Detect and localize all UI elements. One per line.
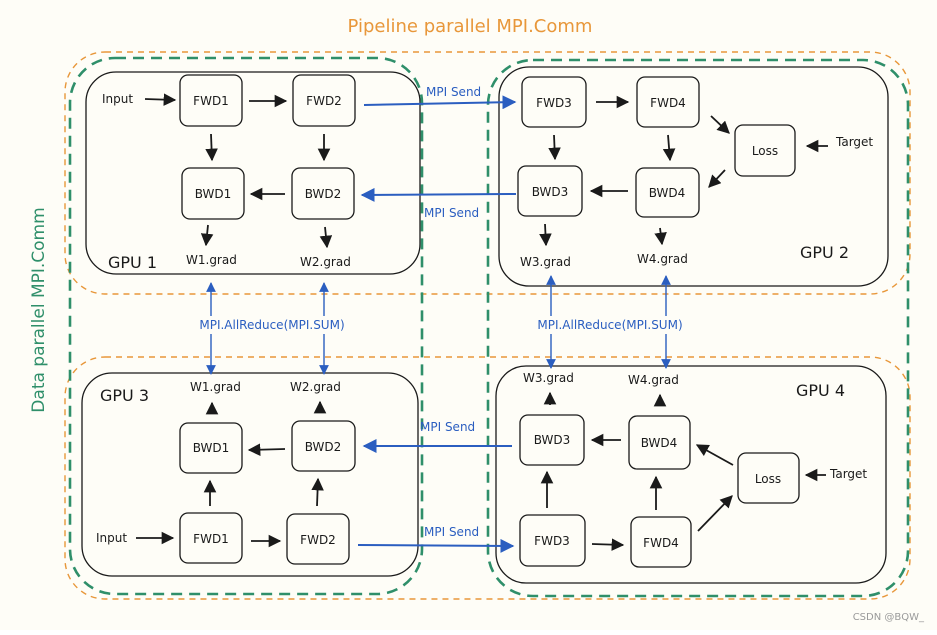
pipeline-group-bottom (64, 356, 911, 600)
svg-text:BWD3: BWD3 (532, 185, 569, 199)
node-g4-fwd3: FWD3 (519, 514, 586, 567)
node-g3-fwd1: FWD1 (179, 512, 243, 564)
node-g1-fwd2: FWD2 (292, 74, 356, 127)
gpu4-arrows (540, 391, 826, 551)
svg-text:Loss: Loss (752, 144, 778, 158)
g3-w2grad-label: W2.grad (290, 380, 341, 394)
g2-w3grad-label: W3.grad (520, 255, 571, 269)
svg-text:FWD4: FWD4 (650, 96, 686, 110)
g1-w1grad-label: W1.grad (186, 253, 237, 267)
mpi-send-arrows (357, 95, 517, 553)
svg-text:BWD4: BWD4 (641, 436, 678, 450)
gpu1-label: GPU 1 (108, 253, 157, 272)
gpu1-arrows (144, 93, 333, 249)
allreduce-left-label: MPI.AllReduce(MPI.SUM) (199, 318, 344, 332)
g2-w4grad-label: W4.grad (637, 252, 688, 266)
svg-text:BWD4: BWD4 (649, 186, 686, 200)
g4-w3grad-label: W3.grad (523, 371, 574, 385)
svg-text:FWD2: FWD2 (306, 94, 342, 108)
node-g4-fwd4: FWD4 (630, 516, 692, 568)
node-g4-bwd3: BWD3 (519, 414, 585, 466)
mpi-send-label-bottom-fwd: MPI Send (424, 525, 479, 539)
g4-target-label: Target (829, 467, 867, 481)
node-g1-bwd2: BWD2 (291, 167, 355, 220)
node-g1-fwd1: FWD1 (179, 74, 243, 127)
svg-text:FWD4: FWD4 (643, 536, 679, 550)
g3-input-label: Input (96, 531, 127, 545)
node-g2-loss: Loss (734, 124, 796, 177)
node-g2-fwd3: FWD3 (521, 76, 587, 128)
svg-text:FWD2: FWD2 (300, 533, 336, 547)
svg-text:FWD1: FWD1 (193, 532, 229, 546)
gpu4-label: GPU 4 (796, 381, 845, 400)
gpu3-label: GPU 3 (100, 386, 149, 405)
svg-text:FWD3: FWD3 (534, 534, 570, 548)
watermark: CSDN @BQW_ (853, 612, 925, 623)
svg-text:FWD1: FWD1 (193, 94, 229, 108)
gpu2-label: GPU 2 (800, 243, 849, 262)
node-g3-bwd1: BWD1 (179, 422, 243, 474)
gpu4-box (495, 365, 887, 584)
data-parallel-group-left (68, 56, 424, 596)
svg-text:BWD2: BWD2 (305, 187, 342, 201)
allreduce-right-label-bg (528, 316, 692, 334)
g1-w2grad-label: W2.grad (300, 255, 351, 269)
mpi-send-label-top-fwd: MPI Send (426, 85, 481, 99)
gpu2-arrows (539, 95, 828, 247)
g3-w1grad-label: W1.grad (190, 380, 241, 394)
gpu3-arrows (136, 400, 327, 548)
mpi-send-label-bottom-bwd: MPI Send (420, 420, 475, 434)
gpu1-box (85, 71, 421, 275)
svg-text:BWD1: BWD1 (195, 187, 232, 201)
g1-input-label: Input (102, 92, 133, 106)
node-g2-bwd3: BWD3 (517, 165, 583, 217)
g4-w4grad-label: W4.grad (628, 373, 679, 387)
mpi-send-label-top-bwd: MPI Send (424, 206, 479, 220)
g2-target-label: Target (835, 135, 873, 149)
node-g1-bwd1: BWD1 (181, 167, 245, 220)
allreduce-left-label-bg (187, 316, 361, 334)
svg-text:BWD2: BWD2 (305, 440, 342, 454)
node-g3-fwd2: FWD2 (286, 513, 350, 565)
svg-text:Loss: Loss (755, 472, 781, 486)
node-g4-loss: Loss (737, 452, 800, 504)
data-parallel-title: Data parallel MPI.Comm (29, 207, 49, 412)
svg-text:BWD3: BWD3 (534, 433, 571, 447)
node-g2-bwd4: BWD4 (635, 167, 700, 218)
svg-text:FWD3: FWD3 (536, 96, 572, 110)
pipeline-title: Pipeline parallel MPI.Comm (348, 16, 593, 37)
data-parallel-group-right (486, 58, 910, 598)
node-g2-fwd4: FWD4 (636, 76, 700, 128)
allreduce-right-label: MPI.AllReduce(MPI.SUM) (537, 318, 682, 332)
svg-text:BWD1: BWD1 (193, 441, 230, 455)
node-g3-bwd2: BWD2 (291, 420, 356, 472)
node-g4-bwd4: BWD4 (628, 415, 691, 470)
